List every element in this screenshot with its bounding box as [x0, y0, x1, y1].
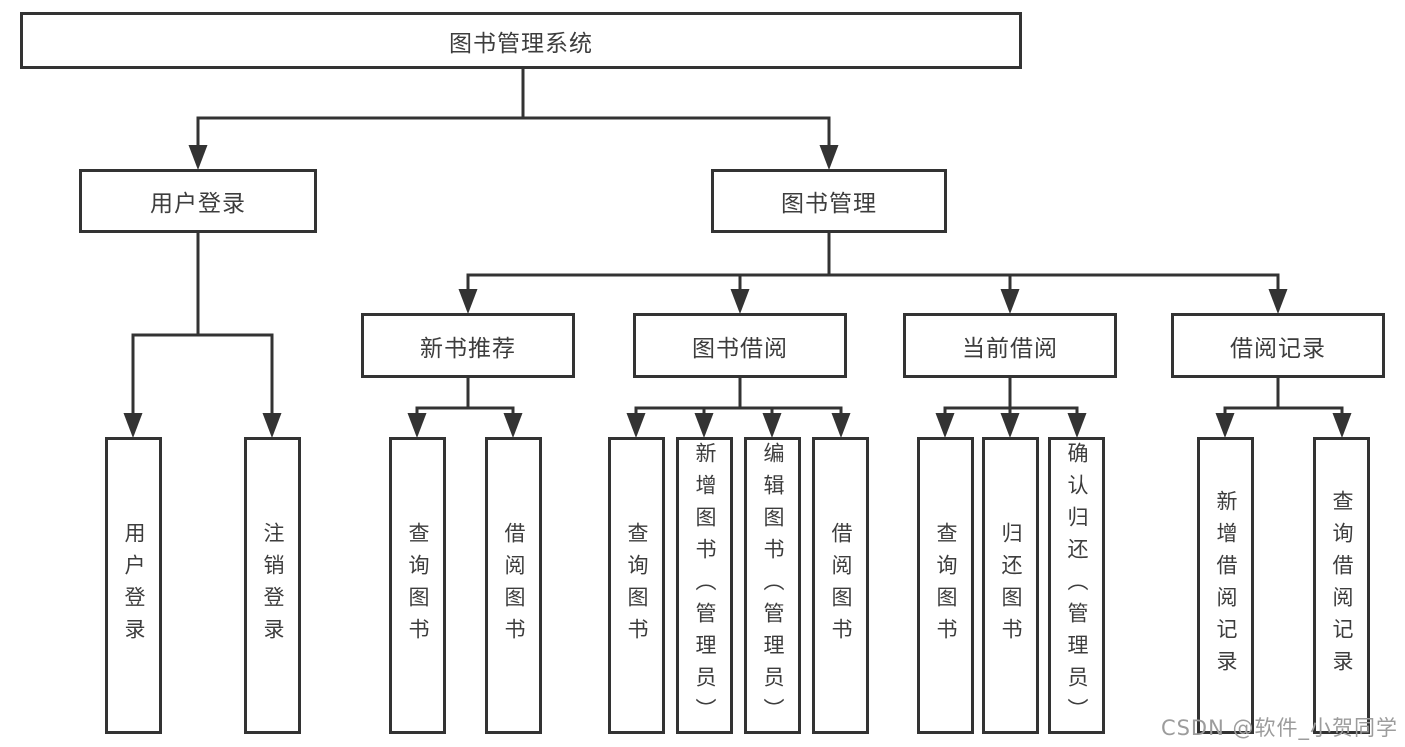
leaf-edit-book-admin: 编辑图书（管理员）: [744, 437, 801, 734]
node-book-management: 图书管理: [711, 169, 947, 233]
node-current-borrow: 当前借阅: [903, 313, 1117, 378]
leaf-add-borrow-record-label: 新增借阅记录: [1214, 489, 1238, 682]
leaf-query-book-borrow: 查询图书: [608, 437, 665, 734]
leaf-return-book-label: 归还图书: [999, 521, 1023, 650]
node-borrow-record: 借阅记录: [1171, 313, 1385, 378]
connector-userlogin-to-leaves: [123, 233, 282, 438]
leaf-user-login: 用户登录: [105, 437, 162, 734]
connector-newbookrec-to-leaves: [407, 378, 523, 438]
node-current-borrow-label: 当前借阅: [962, 335, 1058, 362]
connector-root-to-level2: [188, 68, 839, 170]
node-user-login: 用户登录: [79, 169, 317, 233]
leaf-query-book-current: 查询图书: [917, 437, 974, 734]
node-borrow-record-label: 借阅记录: [1230, 335, 1326, 362]
node-user-login-label: 用户登录: [150, 191, 246, 217]
leaf-query-book-recommend-label: 查询图书: [406, 521, 430, 650]
node-book-borrow-label: 图书借阅: [692, 335, 788, 362]
leaf-borrow-book-recommend-label: 借阅图书: [502, 521, 526, 650]
leaf-query-borrow-record: 查询借阅记录: [1313, 437, 1370, 734]
leaf-logout: 注销登录: [244, 437, 301, 734]
node-new-book-recommend-label: 新书推荐: [420, 335, 516, 362]
leaf-logout-label: 注销登录: [261, 521, 285, 650]
node-new-book-recommend: 新书推荐: [361, 313, 575, 378]
leaf-query-book-borrow-label: 查询图书: [625, 521, 649, 650]
connector-bookmgmt-to-level3: [458, 232, 1288, 314]
leaf-borrow-book: 借阅图书: [812, 437, 869, 734]
node-root-system: 图书管理系统: [20, 12, 1022, 69]
leaf-borrow-book-label: 借阅图书: [829, 521, 853, 650]
leaf-add-book-admin: 新增图书（管理员）: [676, 437, 733, 734]
node-book-management-label: 图书管理: [781, 191, 877, 217]
leaf-borrow-book-recommend: 借阅图书: [485, 437, 542, 734]
leaf-query-borrow-record-label: 查询借阅记录: [1330, 489, 1354, 682]
leaf-confirm-return-admin-label: 确认归还（管理员）: [1065, 441, 1089, 730]
leaf-edit-book-admin-label: 编辑图书（管理员）: [761, 441, 785, 730]
csdn-watermark: CSDN @软件_小贺同学: [1160, 716, 1398, 740]
leaf-return-book: 归还图书: [982, 437, 1039, 734]
leaf-user-login-label: 用户登录: [122, 521, 146, 650]
leaf-add-book-admin-label: 新增图书（管理员）: [693, 441, 717, 730]
connector-bookborrow-to-leaves: [626, 378, 851, 438]
leaf-query-book-recommend: 查询图书: [389, 437, 446, 734]
connector-currentborrow-to-leaves: [935, 378, 1087, 438]
connector-borrowrecord-to-leaves: [1215, 378, 1352, 438]
leaf-confirm-return-admin: 确认归还（管理员）: [1048, 437, 1105, 734]
node-book-borrow: 图书借阅: [633, 313, 847, 378]
leaf-query-book-current-label: 查询图书: [934, 521, 958, 650]
node-root-system-label: 图书管理系统: [449, 30, 593, 57]
leaf-add-borrow-record: 新增借阅记录: [1197, 437, 1254, 734]
